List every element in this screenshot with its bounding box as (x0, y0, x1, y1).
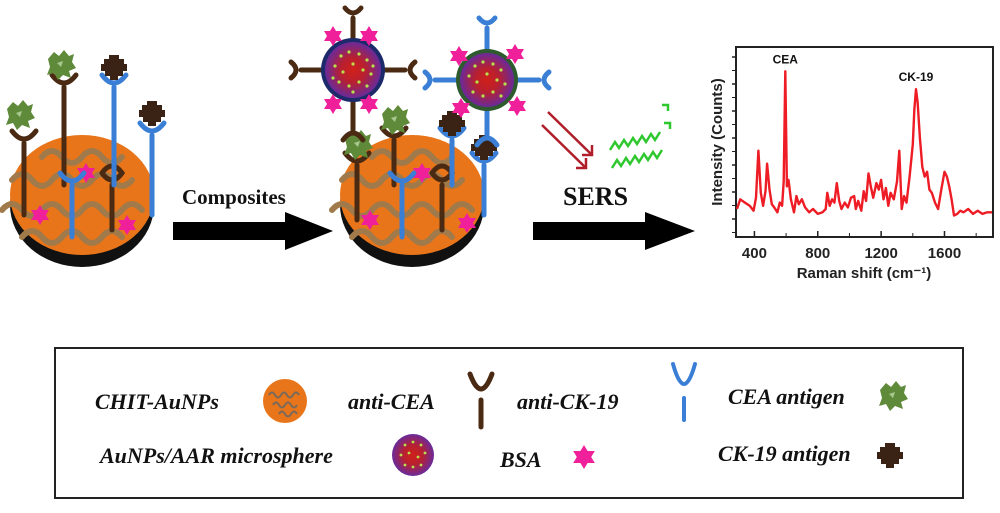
microsphere-probe-anti-ck19 (422, 15, 552, 148)
stage1-electrode (2, 50, 167, 267)
chit-aunps-icon (263, 379, 307, 423)
microsphere-icon (392, 434, 434, 476)
raman-spectrum-chart: 400 800 1200 1600 CEA CK-19 Raman shift (cm⁻… (709, 46, 994, 282)
microsphere-probe-anti-cea (288, 5, 418, 143)
y-axis-ticks (732, 56, 737, 233)
raman-scatter-waves (608, 103, 672, 169)
sers-label: SERS (563, 182, 628, 211)
step-arrow-composites: Composites (173, 185, 333, 250)
aunp-dots (467, 60, 507, 98)
chit-aunps-disk (10, 135, 154, 255)
legend-label-bsa: BSA (499, 447, 542, 472)
microsphere-icon (460, 53, 514, 107)
aunp-dots (331, 50, 375, 94)
legend-label-microsphere: AuNPs/AAR microsphere (98, 443, 333, 468)
cea-antigen-icon (6, 100, 35, 130)
anti-ck19-antibody-icon (387, 125, 499, 240)
microsphere-icon (325, 42, 381, 98)
anti-ck19-antibody-icon (57, 72, 167, 240)
legend-label-cea-antigen: CEA antigen (728, 384, 845, 409)
anti-cea-antibody-icon (288, 5, 418, 143)
spectrum-line (735, 70, 992, 217)
x-tick-label: 800 (805, 245, 830, 262)
step-arrow-sers: SERS (533, 182, 695, 250)
y-axis-label: Intensity (Counts) (709, 78, 726, 206)
legend-label-anti-ck19: anti-CK-19 (517, 389, 618, 414)
peak-annotation-cea: CEA (773, 52, 799, 66)
x-tick-label: 400 (742, 245, 767, 262)
stage2-sandwich (332, 105, 499, 267)
ck19-antigen-icon (139, 101, 165, 126)
composites-label: Composites (182, 185, 286, 209)
legend-label-anti-cea: anti-CEA (348, 389, 435, 414)
anti-cea-antibody-icon (9, 72, 126, 233)
legend-label-chit-aunps: CHIT-AuNPs (95, 389, 219, 414)
peak-annotation-ck-19: CK-19 (899, 70, 934, 84)
anti-cea-antibody-icon (467, 371, 495, 430)
legend-box: CHIT-AuNPs anti-CEA anti-CK-19 CEA antig… (54, 347, 964, 499)
anti-ck19-antibody-icon (422, 15, 552, 148)
legend-label-ck19-antigen: CK-19 antigen (718, 441, 851, 466)
x-axis-ticks: 400 800 1200 1600 (742, 231, 977, 262)
x-tick-label: 1600 (928, 245, 961, 262)
anti-ck19-antibody-icon (671, 362, 697, 422)
x-axis-label: Raman shift (cm⁻¹) (797, 265, 932, 282)
x-tick-label: 1200 (864, 245, 897, 262)
laser-excitation-arrows (541, 111, 594, 170)
